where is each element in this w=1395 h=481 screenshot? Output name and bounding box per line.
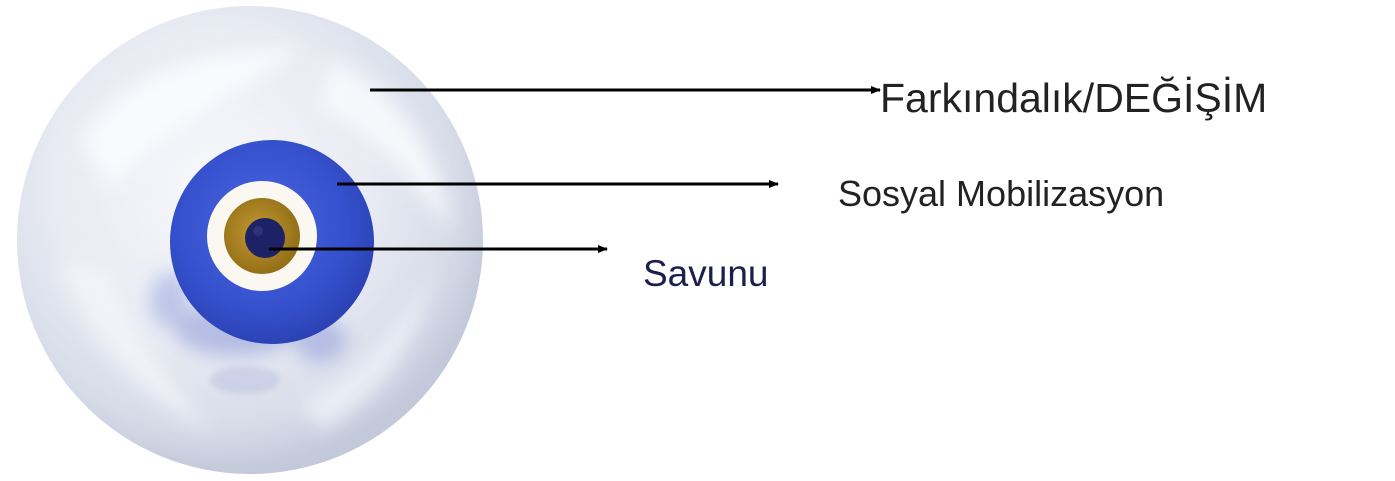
pupil: [245, 218, 285, 258]
label-sosyal-mobilizasyon: Sosyal Mobilizasyon: [838, 173, 1165, 214]
label-savunu: Savunu: [643, 253, 769, 294]
label-farkindalik-degisim: Farkındalık/DEĞİŞİM: [880, 75, 1268, 121]
